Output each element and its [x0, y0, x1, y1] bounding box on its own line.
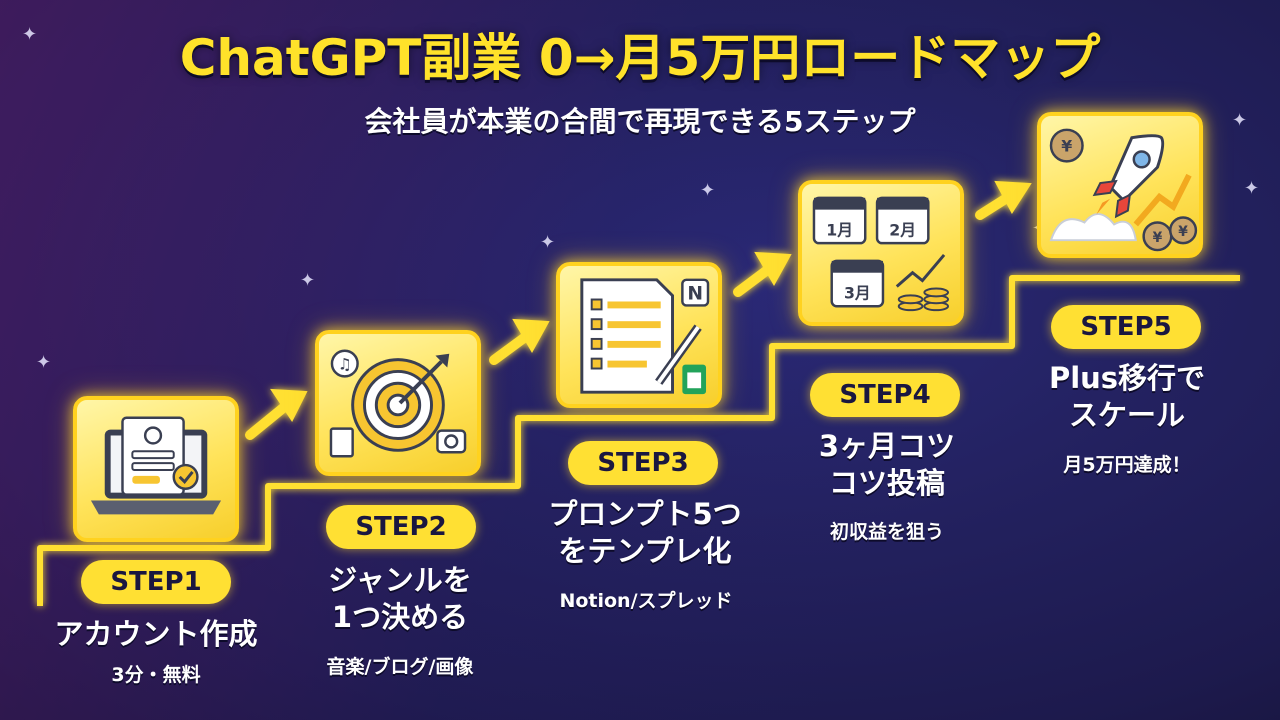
target-icon: ♫ [329, 349, 467, 458]
step3-label: プロンプト5つ をテンプレ化 [548, 497, 742, 568]
step5-label: Plus移行で スケール [1048, 361, 1206, 432]
step4-card: 1月 2月 3月 [798, 180, 964, 326]
sparkle-icon: ✦ [700, 180, 716, 201]
svg-text:2月: 2月 [889, 220, 916, 239]
template-document-icon: N [580, 278, 710, 395]
step4-badge: STEP4 [810, 373, 960, 417]
sparkle-icon: ✦ [300, 270, 316, 291]
svg-text:3月: 3月 [844, 283, 871, 302]
laptop-signup-icon [90, 416, 222, 515]
arrow-icons [245, 180, 1032, 440]
step2-badge: STEP2 [326, 505, 476, 549]
step5-badge: STEP5 [1051, 305, 1201, 349]
step1-note: 3分・無料 [111, 664, 201, 686]
step5-note: 月5万円達成！ [1063, 454, 1191, 476]
step1-badge: STEP1 [81, 560, 231, 604]
svg-text:♫: ♫ [338, 354, 352, 373]
sparkle-icon: ✦ [1244, 178, 1260, 199]
step2-card: ♫ [315, 330, 481, 476]
sparkle-icon: ✦ [540, 232, 556, 253]
step2-note: 音楽/ブログ/画像 [326, 656, 474, 678]
svg-text:N: N [687, 284, 703, 305]
step1-card [73, 396, 239, 542]
step3-card: N [556, 262, 722, 408]
calendar-coins-icon: 1月 2月 3月 [812, 196, 950, 312]
sparkle-icon: ✦ [36, 352, 52, 373]
step2-label: ジャンルを 1つ決める [328, 563, 472, 634]
rocket-moneybags-icon: ¥ ¥ ¥ [1049, 128, 1198, 252]
svg-text:¥: ¥ [1153, 230, 1163, 246]
svg-text:¥: ¥ [1178, 224, 1188, 240]
step1-label: アカウント作成 [54, 617, 258, 651]
step3-badge: STEP3 [568, 441, 718, 485]
step3-note: Notion/スプレッド [559, 590, 733, 612]
page-title: ChatGPT副業 0→月5万円ロードマップ [179, 29, 1101, 87]
step4-label: 3ヶ月コツ コツ投稿 [818, 429, 956, 500]
page-subtitle: 会社員が本業の合間で再現できる5ステップ [364, 105, 916, 138]
step5-card: ¥ ¥ ¥ [1037, 112, 1203, 258]
svg-text:1月: 1月 [826, 220, 853, 239]
svg-text:¥: ¥ [1061, 136, 1072, 155]
step4-note: 初収益を狙う [829, 521, 944, 543]
sparkle-icon: ✦ [22, 24, 38, 45]
sparkle-icon: ✦ [1232, 110, 1248, 131]
